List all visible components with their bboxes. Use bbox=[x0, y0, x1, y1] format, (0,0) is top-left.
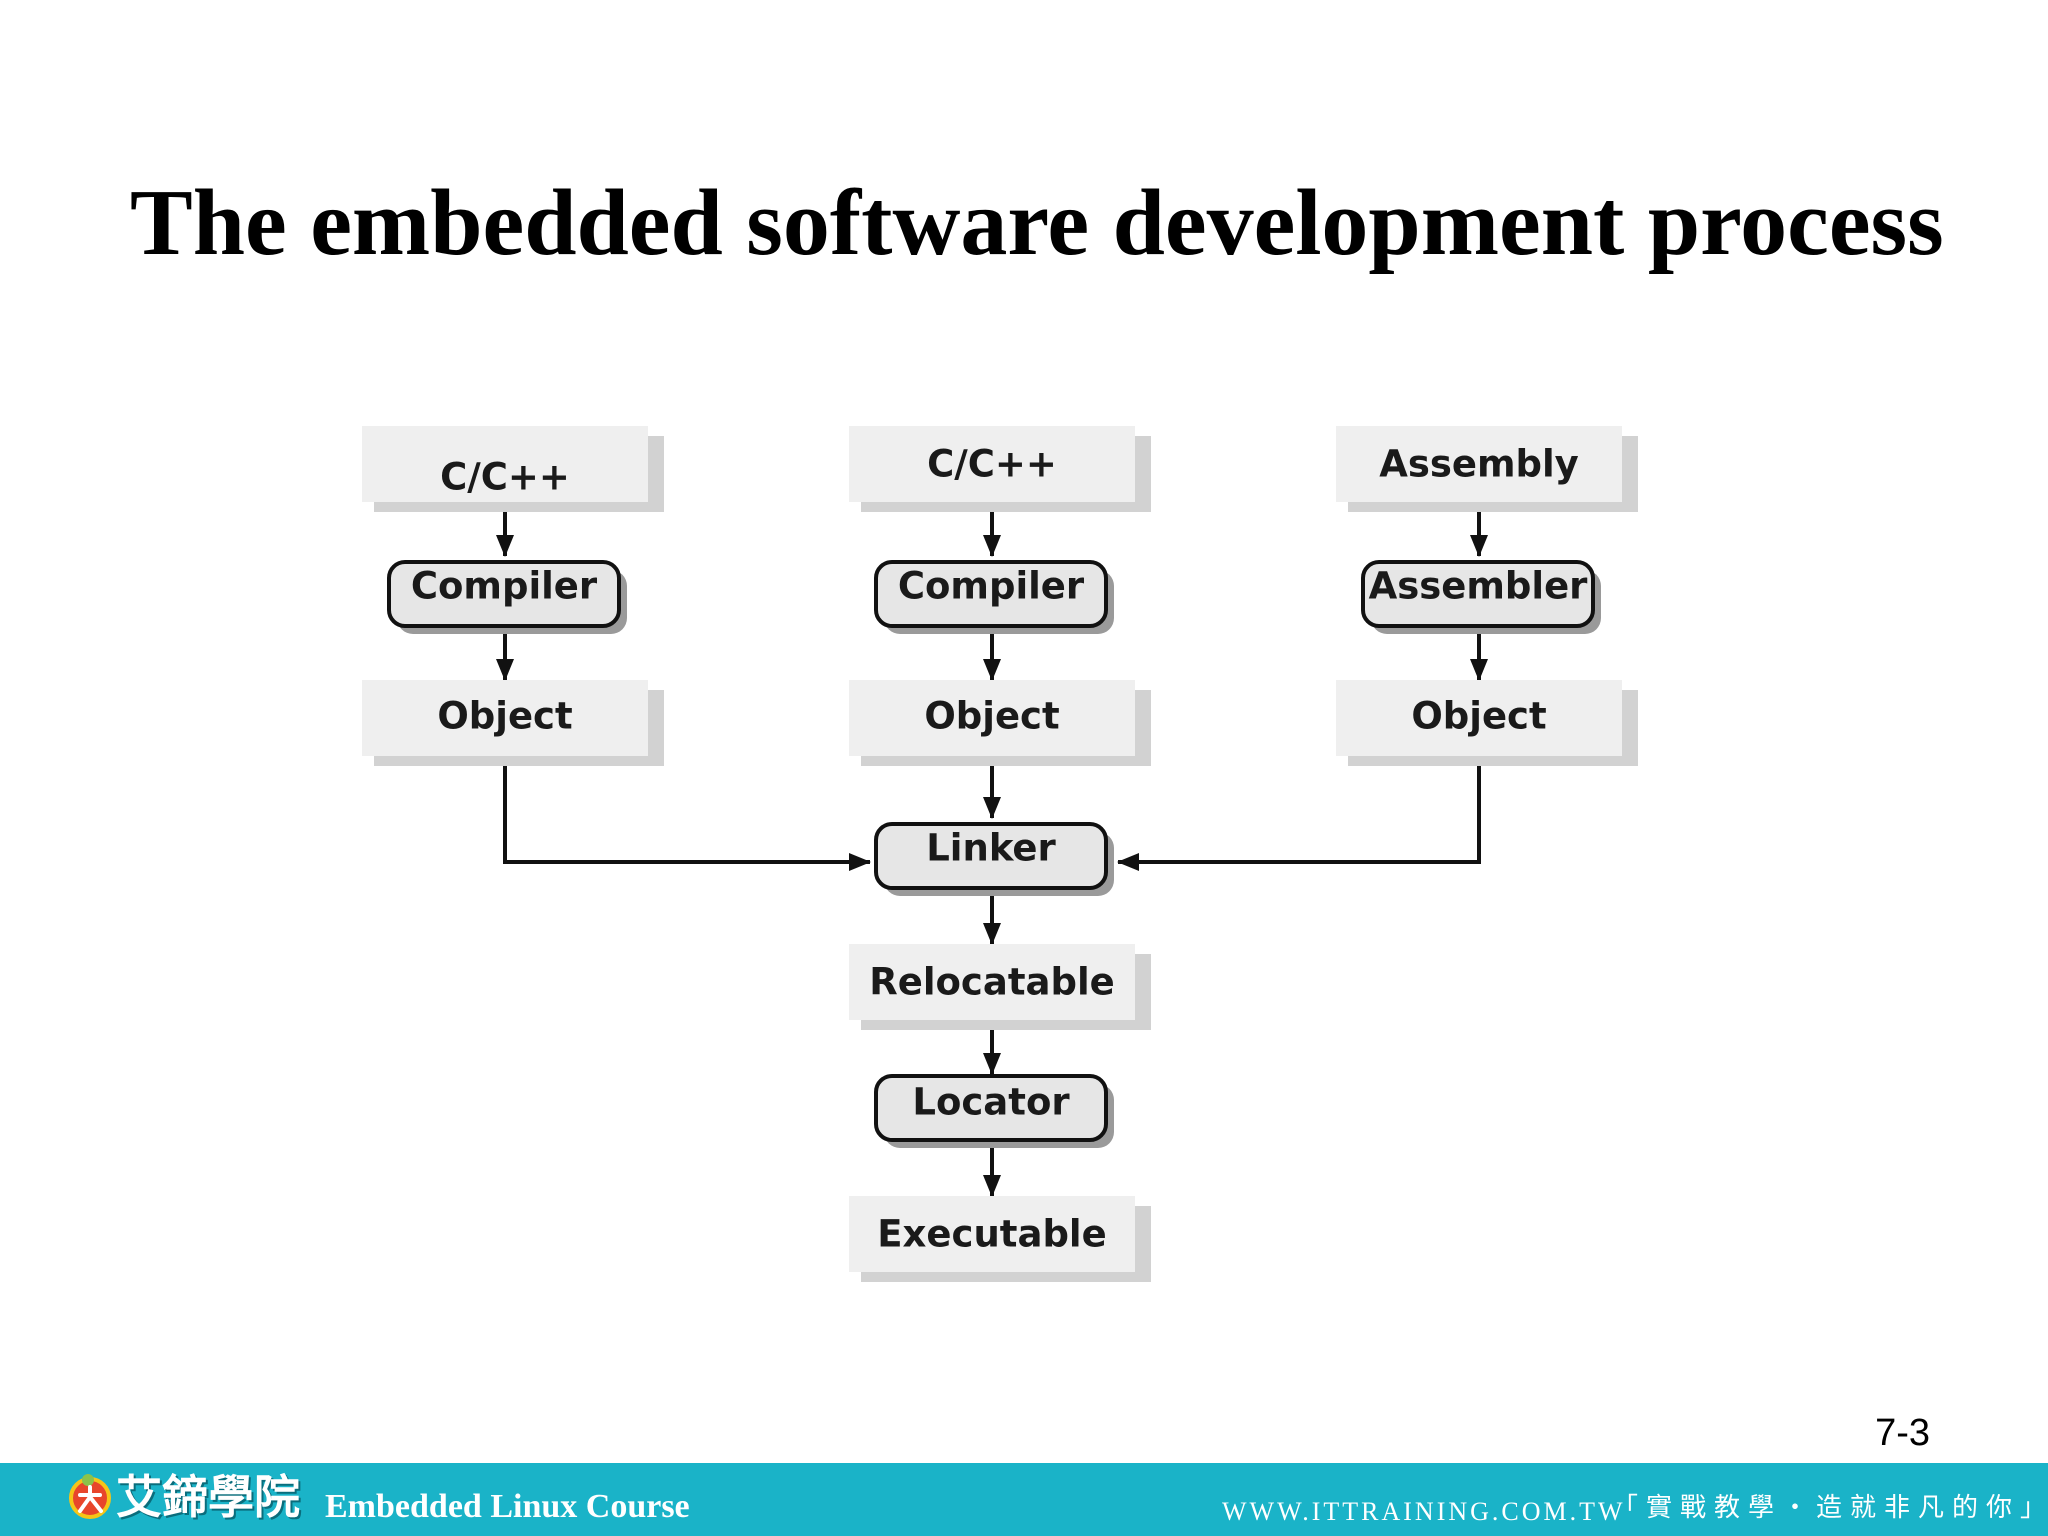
tool-box-compiler-middle: Compiler bbox=[874, 560, 1114, 634]
arrow-object-left-to-linker bbox=[503, 756, 871, 871]
tool-box-locator: Locator bbox=[874, 1074, 1114, 1148]
file-box-object-left: Object bbox=[362, 680, 664, 766]
compiler-middle-label: Compiler bbox=[898, 565, 1085, 608]
assembler-right-label: Assembler bbox=[1369, 565, 1589, 608]
file-box-source-left: C/C++ bbox=[362, 426, 664, 512]
brand-logo-icon bbox=[69, 1474, 111, 1519]
course-name: Embedded Linux Course bbox=[325, 1488, 690, 1525]
brand-name: 艾鍗學院 bbox=[116, 1470, 300, 1524]
object-left-label: Object bbox=[437, 695, 572, 738]
file-box-source-right: Assembly bbox=[1336, 426, 1638, 512]
slogan: 「實戰教學・造就非凡的你」 bbox=[1612, 1493, 2048, 1523]
source-middle-label: C/C++ bbox=[927, 443, 1057, 486]
object-right-label: Object bbox=[1411, 695, 1546, 738]
website-link[interactable]: WWW.ITTRAINING.COM.TW bbox=[1222, 1497, 1626, 1526]
source-right-label: Assembly bbox=[1379, 443, 1579, 486]
executable-label: Executable bbox=[877, 1213, 1106, 1256]
relocatable-label: Relocatable bbox=[869, 961, 1115, 1004]
page-number: 7-3 bbox=[1875, 1412, 1930, 1454]
slide-title: The embedded software development proces… bbox=[130, 171, 1944, 275]
file-box-object-middle: Object bbox=[849, 680, 1151, 766]
file-box-source-middle: C/C++ bbox=[849, 426, 1151, 512]
file-box-executable: Executable bbox=[849, 1196, 1151, 1282]
source-left-label: C/C++ bbox=[440, 456, 570, 499]
footer-bar: 艾鍗學院 Embedded Linux Course WWW.ITTRAININ… bbox=[0, 1463, 2048, 1536]
locator-label: Locator bbox=[912, 1081, 1070, 1124]
file-box-relocatable: Relocatable bbox=[849, 944, 1151, 1030]
linker-label: Linker bbox=[926, 827, 1056, 870]
file-box-object-right: Object bbox=[1336, 680, 1638, 766]
arrow-object-right-to-linker bbox=[1117, 756, 1481, 871]
tool-box-linker: Linker bbox=[874, 822, 1114, 896]
tool-box-compiler-left: Compiler bbox=[387, 560, 627, 634]
compiler-left-label: Compiler bbox=[411, 565, 598, 608]
tool-box-assembler-right: Assembler bbox=[1361, 560, 1601, 634]
object-middle-label: Object bbox=[924, 695, 1059, 738]
connectors bbox=[496, 505, 1488, 1197]
development-process-diagram: C/C++ Object C/C++ Object Assembly Objec… bbox=[362, 426, 1638, 1282]
